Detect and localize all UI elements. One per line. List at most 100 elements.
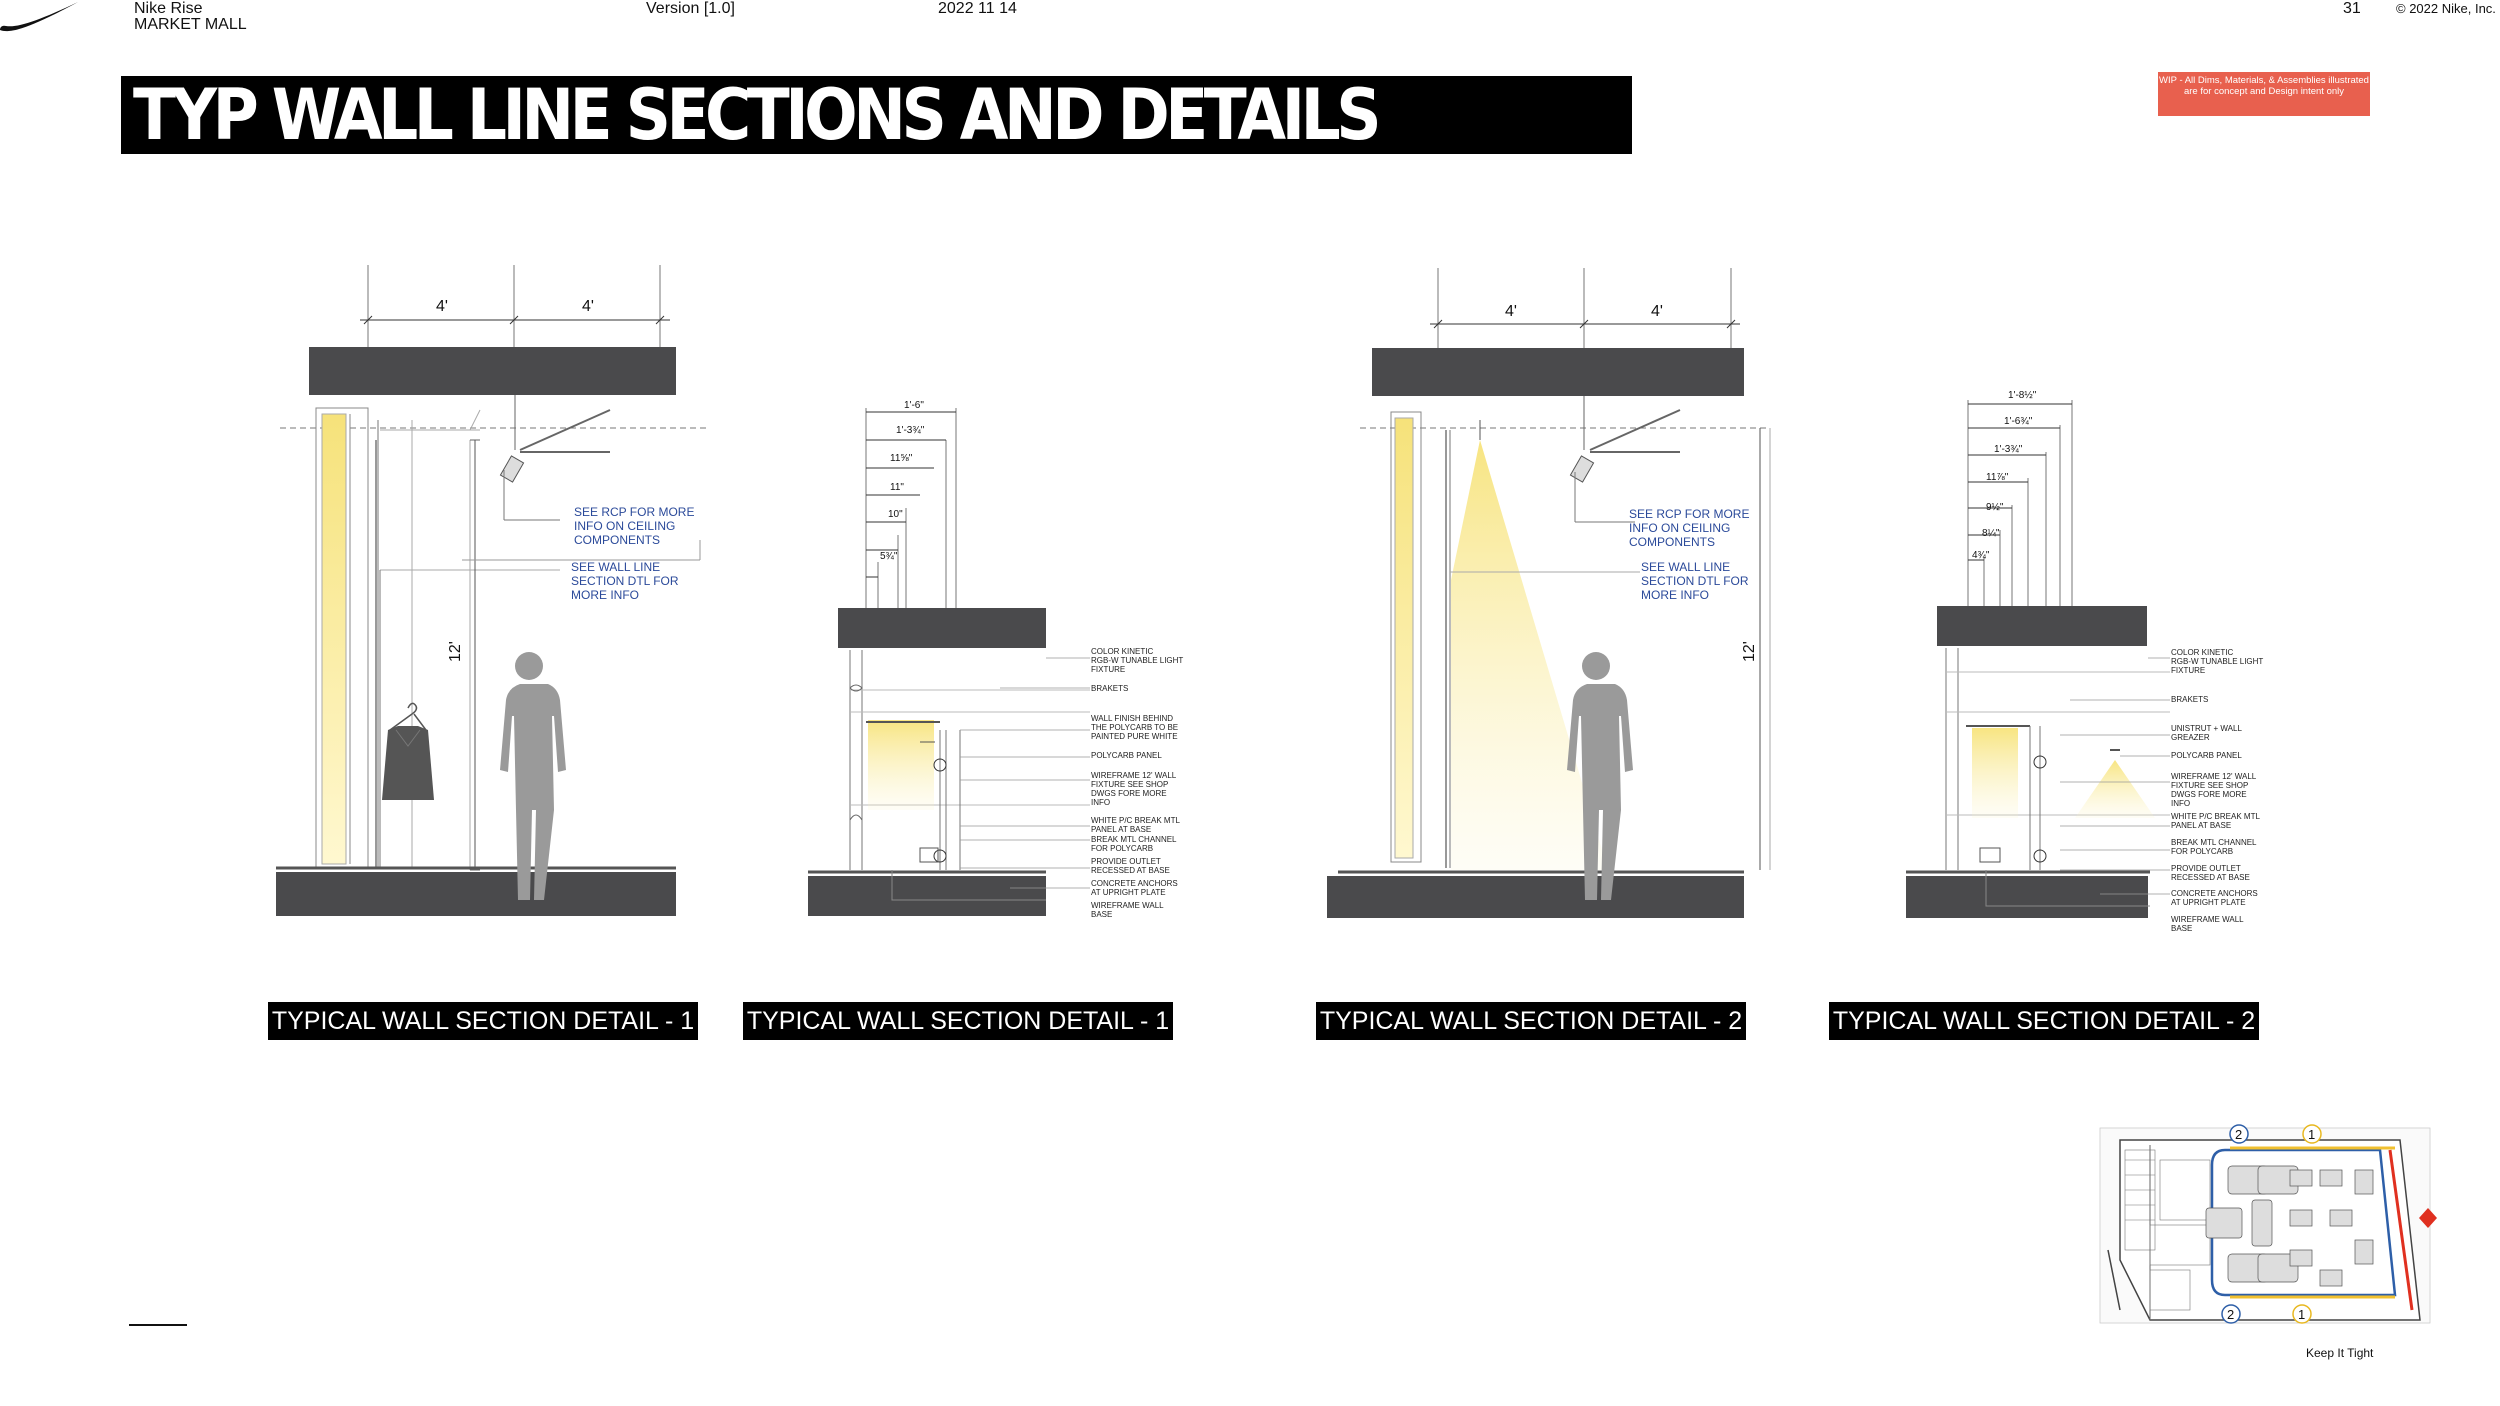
wall-detail-1 [808, 408, 1090, 916]
nike-swoosh-logo [0, 2, 78, 32]
drawing-annotation: 10" [888, 509, 903, 520]
callout-label: WALL FINISH BEHIND [1091, 714, 1173, 723]
copyright: © 2022 Nike, Inc. [2396, 1, 2496, 16]
callout-label: POLYCARB PANEL [1091, 751, 1162, 760]
detail1-dimensions: 1'-6" 1'-3¾" 11⅝" 11" 10" 5¾" [880, 400, 925, 562]
human-silhouette-2 [1567, 652, 1633, 900]
callout-label: CONCRETE ANCHORS [1091, 879, 1178, 888]
callout-label: BASE [2171, 924, 2192, 933]
callout-label: FIXTURE [2171, 666, 2205, 675]
callout-label: WIREFRAME WALL [1091, 901, 1164, 910]
caption-detail-1: TYPICAL WALL SECTION DETAIL - 1 [743, 1002, 1173, 1040]
callout-label: BASE [1091, 910, 1112, 919]
callout-label: PROVIDE OUTLET [1091, 857, 1161, 866]
detail2-labels [2060, 657, 2170, 895]
callout-label: WIREFRAME WALL [2171, 915, 2244, 924]
caption-section-1: TYPICAL WALL SECTION DETAIL - 1 [268, 1002, 698, 1040]
drawing-annotation: 1'-3¾" [1994, 444, 2023, 455]
drawing-annotation: 1'-6¾" [2004, 416, 2033, 427]
drawing-annotation: 9½" [1986, 502, 2004, 513]
callout-label: BRAKETS [1091, 684, 1128, 693]
callout-label: RECESSED AT BASE [1091, 866, 1170, 875]
callout-label: FIXTURE SEE SHOP [1091, 780, 1168, 789]
drawing-annotation: 1 [2308, 1127, 2315, 1142]
drawing-annotation: 4' [1505, 303, 1517, 320]
callout-label: BREAK MTL CHANNEL [1091, 835, 1177, 844]
drawing-annotation: 11⅝" [890, 453, 913, 464]
callout-label: BRAKETS [2171, 695, 2208, 704]
caption-detail-2: TYPICAL WALL SECTION DETAIL - 2 [1829, 1002, 2259, 1040]
callout-label: PANEL AT BASE [2171, 821, 2231, 830]
callout-label: INFO [1091, 798, 1110, 807]
callout-label: AT UPRIGHT PLATE [2171, 898, 2246, 907]
drawing-annotation: MORE INFO [571, 588, 639, 602]
drawing-annotation: COMPONENTS [1629, 535, 1715, 549]
footer-divider [129, 1324, 187, 1326]
caption-section-2: TYPICAL WALL SECTION DETAIL - 2 [1316, 1002, 1746, 1040]
callout-label: PROVIDE OUTLET [2171, 864, 2241, 873]
project-location: MARKET MALL [134, 16, 247, 33]
callout-label: AT UPRIGHT PLATE [1091, 888, 1166, 897]
detail1-labels [960, 657, 1090, 889]
callout-label: WIREFRAME 12' WALL [2171, 772, 2257, 781]
callout-label: PANEL AT BASE [1091, 825, 1151, 834]
callout-label: FIXTURE [1091, 665, 1125, 674]
callout-label: WIREFRAME 12' WALL [1091, 771, 1177, 780]
date-label: 2022 11 14 [938, 0, 1017, 17]
callout-label: UNISTRUT + WALL [2171, 724, 2242, 733]
wall-detail-2 [1906, 400, 2170, 918]
drawing-annotation: SEE RCP FOR MORE [1629, 507, 1749, 521]
drawing-annotation: INFO ON CEILING [1629, 521, 1730, 535]
key-plan: 2 1 2 1 [2099, 1124, 2437, 1324]
callout-label: THE POLYCARB TO BE [1091, 723, 1178, 732]
drawing-annotation: 8¼" [1982, 527, 2000, 539]
drawing-annotation: 12' [1741, 641, 1758, 662]
callout-label: FOR POLYCARB [1091, 844, 1153, 853]
project-name: Nike Rise [134, 0, 203, 17]
callout-label: WHITE P/C BREAK MTL [2171, 812, 2260, 821]
page-number: 31 [2343, 0, 2361, 17]
jacket-on-hanger [382, 702, 434, 800]
section-detail-1 [276, 265, 710, 916]
drawing-annotation: 4¾" [1972, 550, 1990, 561]
drawing-annotation: 1'-6" [904, 400, 924, 411]
drawing-annotation: 11⅞" [1986, 472, 2009, 483]
callout-label: BREAK MTL CHANNEL [2171, 838, 2257, 847]
key-plan-caption: Keep It Tight [2306, 1346, 2374, 1360]
drawing-annotation: SECTION DTL FOR [571, 574, 679, 588]
detail2-dimensions: 1'-8½" 1'-6¾" 1'-3¾" 11⅞" 9½" 8¼" 4¾" [1972, 390, 2037, 561]
version-label: Version [1.0] [646, 0, 735, 17]
page-title-bar: TYP WALL LINE SECTIONS AND DETAILS [121, 76, 1632, 154]
drawing-annotation: SECTION DTL FOR [1641, 574, 1749, 588]
drawing-annotation: 5¾" [880, 551, 898, 562]
callout-label: POLYCARB PANEL [2171, 751, 2242, 760]
callout-label: COLOR KINETIC [1091, 647, 1153, 656]
drawing-annotation: COMPONENTS [574, 533, 660, 547]
callout-label: INFO [2171, 799, 2190, 808]
drawing-annotation: MORE INFO [1641, 588, 1709, 602]
drawing-annotation: 1'-3¾" [896, 425, 925, 436]
callout-label: FOR POLYCARB [2171, 847, 2233, 856]
drawing-annotation: 4' [582, 298, 594, 315]
drawing-annotation: 1'-8½" [2008, 390, 2037, 401]
callout-label: DWGS FORE MORE [1091, 789, 1167, 798]
drawing-annotation: SEE WALL LINE [571, 560, 660, 574]
drawing-annotation: 4' [1651, 303, 1663, 320]
callout-label: COLOR KINETIC [2171, 648, 2233, 657]
callout-label: CONCRETE ANCHORS [2171, 889, 2258, 898]
human-silhouette-1 [500, 652, 566, 900]
callout-label: PAINTED PURE WHITE [1091, 732, 1178, 741]
drawing-annotation: SEE WALL LINE [1641, 560, 1730, 574]
callout-label: GREAZER [2171, 733, 2210, 742]
callout-label: RGB-W TUNABLE LIGHT [2171, 657, 2263, 666]
drawing-annotation: 2 [2227, 1307, 2234, 1322]
callout-label: RGB-W TUNABLE LIGHT [1091, 656, 1183, 665]
drawing-annotation: 4' [436, 298, 448, 315]
callout-label: FIXTURE SEE SHOP [2171, 781, 2248, 790]
wip-badge: WIP - All Dims, Materials, & Assemblies … [2158, 72, 2370, 116]
drawing-annotation: 2 [2235, 1127, 2242, 1142]
drawing-annotation: 1 [2298, 1307, 2305, 1322]
